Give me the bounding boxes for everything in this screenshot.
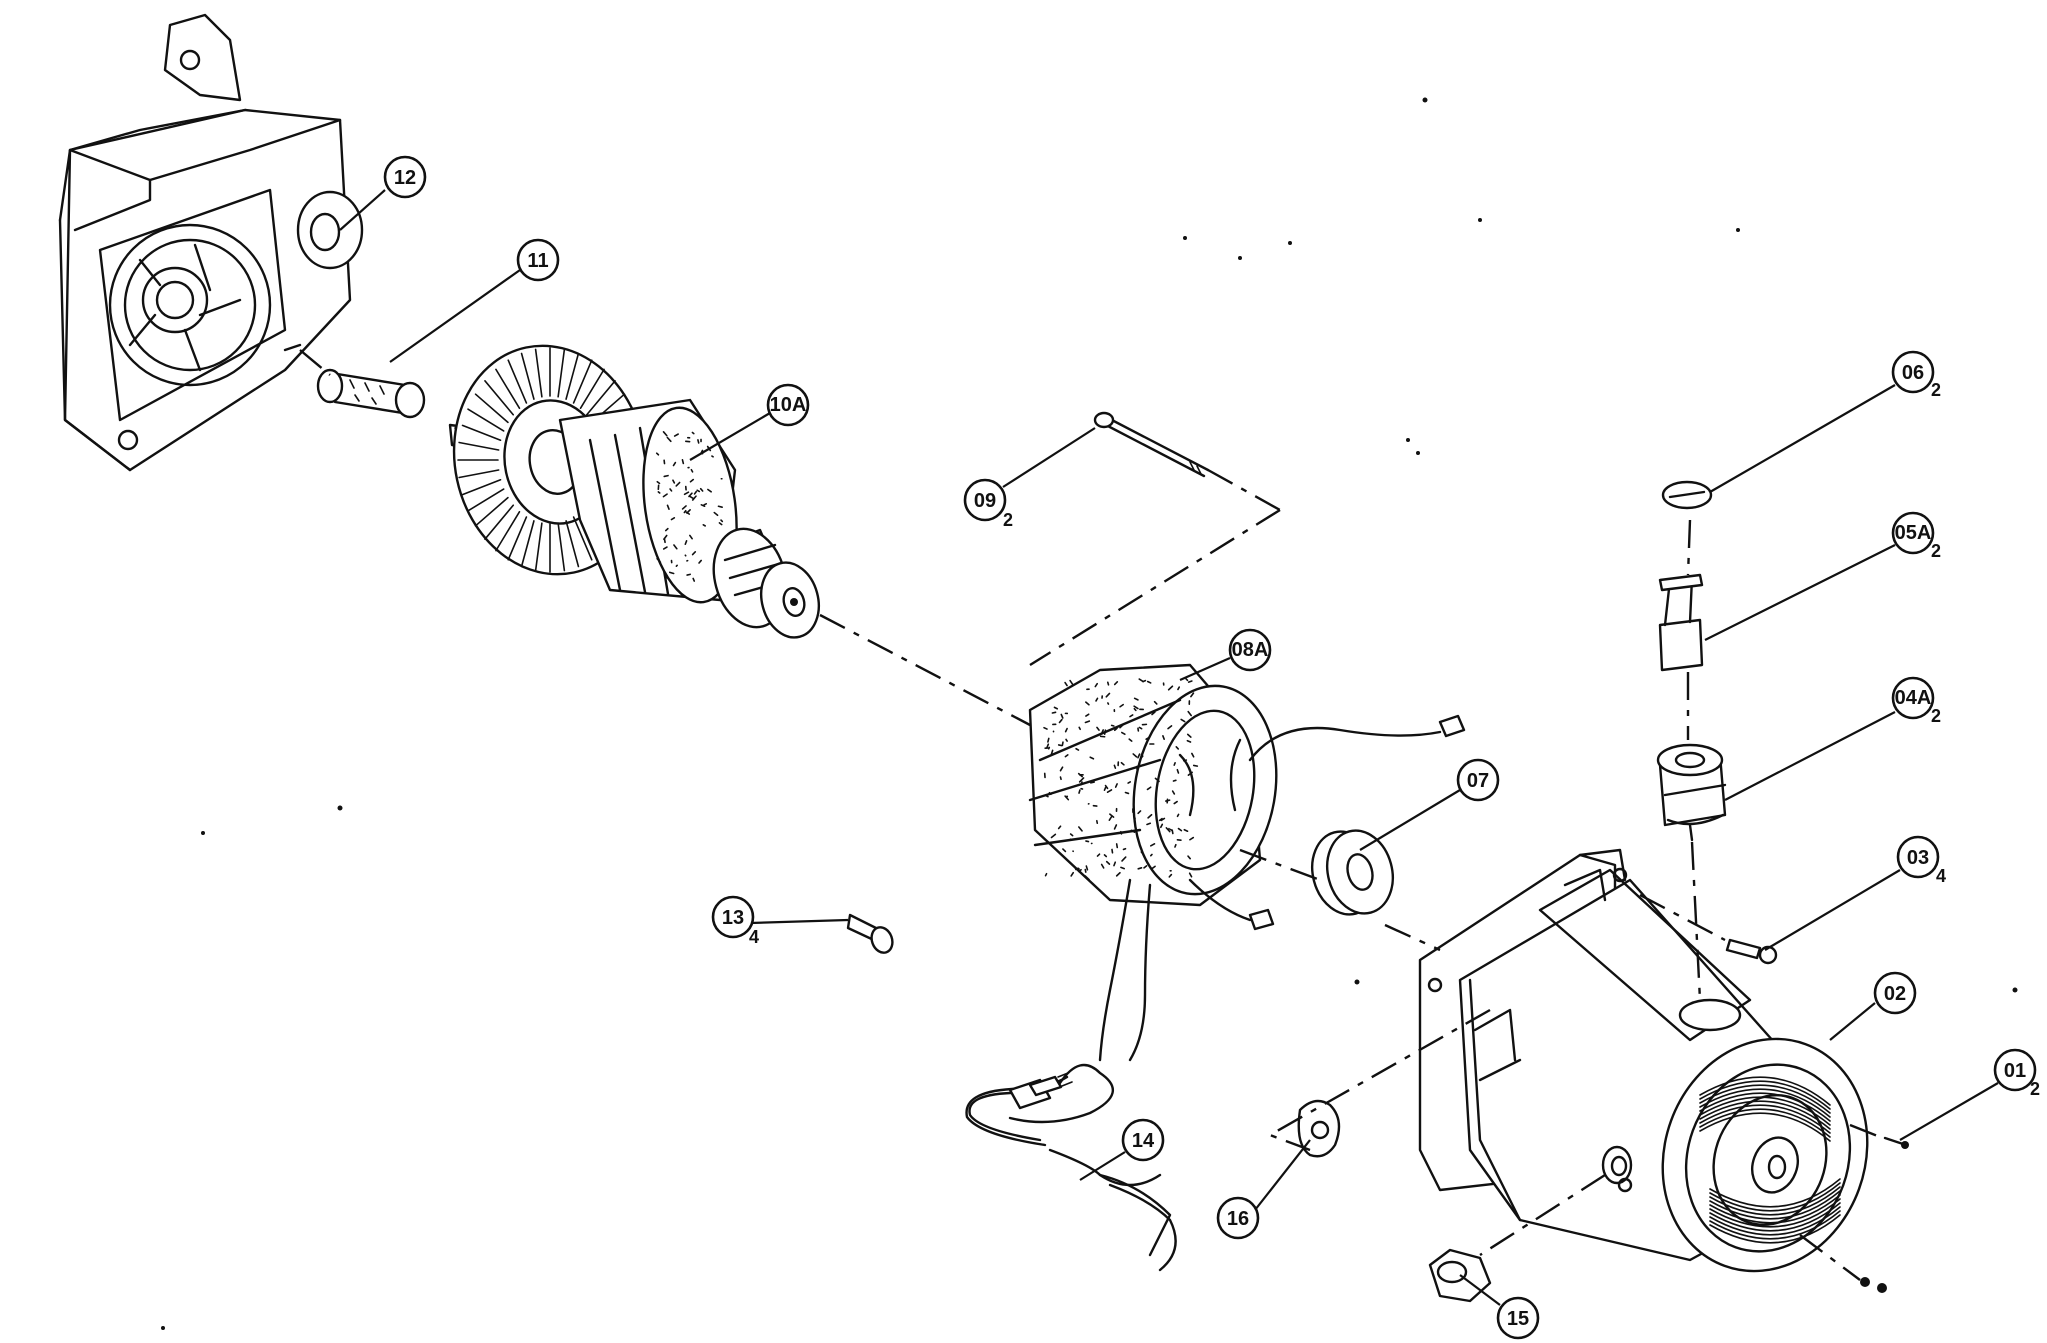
svg-text:15: 15 [1507, 1308, 1529, 1330]
svg-text:04A: 04A [1895, 687, 1932, 709]
svg-text:09: 09 [974, 490, 996, 512]
svg-text:4: 4 [1936, 866, 1946, 886]
svg-text:2: 2 [1931, 541, 1941, 561]
svg-text:06: 06 [1902, 362, 1924, 384]
callout-10A: 10A [766, 383, 810, 427]
callout-12: 12 [383, 155, 427, 199]
svg-text:07: 07 [1467, 770, 1489, 792]
svg-text:14: 14 [1132, 1130, 1155, 1152]
svg-text:11: 11 [527, 250, 548, 272]
callout-03: 03 4 [1896, 835, 1946, 886]
screw-13 [846, 913, 894, 954]
field-stator-08A [1028, 663, 1466, 1062]
screw-03 [1725, 938, 1778, 965]
callout-15: 15 [1496, 1296, 1540, 1340]
callout-07: 07 [1456, 758, 1500, 802]
svg-text:03: 03 [1907, 847, 1929, 869]
svg-text:12: 12 [394, 167, 416, 189]
motor-housing-02 [1418, 848, 1869, 1273]
callout-06: 06 2 [1891, 350, 1941, 400]
bearing-07 [1311, 829, 1394, 916]
carbon-brush-05A [1658, 573, 1704, 672]
svg-text:01: 01 [2004, 1060, 2026, 1082]
bearing-11 [316, 368, 426, 419]
callout-01: 01 2 [1993, 1048, 2040, 1099]
brush-holder-04A [1656, 743, 1727, 842]
callout-04A: 04A 2 [1891, 676, 1941, 726]
svg-text:05A: 05A [1895, 522, 1932, 544]
svg-text:02: 02 [1884, 983, 1906, 1005]
power-cord-14 [965, 1063, 1177, 1272]
assembly-lines [299, 349, 1881, 1281]
svg-text:2: 2 [1003, 510, 1013, 530]
end-bell-housing-12 [58, 13, 364, 472]
svg-text:4: 4 [749, 927, 759, 947]
scan-specks [161, 97, 2018, 1330]
callouts: 12 11 10A 09 2 08A 07 13 4 [383, 155, 2040, 1340]
callout-05A: 05A 2 [1891, 511, 1941, 561]
svg-text:10A: 10A [770, 394, 807, 416]
brush-cap-06 [1661, 480, 1713, 510]
screw-01 [1883, 1136, 1909, 1149]
svg-text:16: 16 [1227, 1208, 1249, 1230]
svg-text:13: 13 [722, 907, 744, 929]
through-bolt-09 [1093, 411, 1210, 478]
svg-text:08A: 08A [1232, 639, 1269, 661]
svg-text:2: 2 [2030, 1079, 2040, 1099]
callout-13: 13 4 [711, 895, 759, 947]
callout-16: 16 [1216, 1196, 1260, 1240]
callout-14: 14 [1121, 1118, 1165, 1162]
armature-10A [448, 344, 820, 639]
callout-08A: 08A [1228, 628, 1272, 672]
callout-11: 11 [516, 238, 560, 282]
svg-text:2: 2 [1931, 380, 1941, 400]
callout-09: 09 2 [963, 478, 1013, 530]
callout-02: 02 [1873, 971, 1917, 1015]
leader-lines [339, 189, 1999, 1306]
svg-text:2: 2 [1931, 706, 1941, 726]
hardware-bits [1860, 1277, 1887, 1293]
